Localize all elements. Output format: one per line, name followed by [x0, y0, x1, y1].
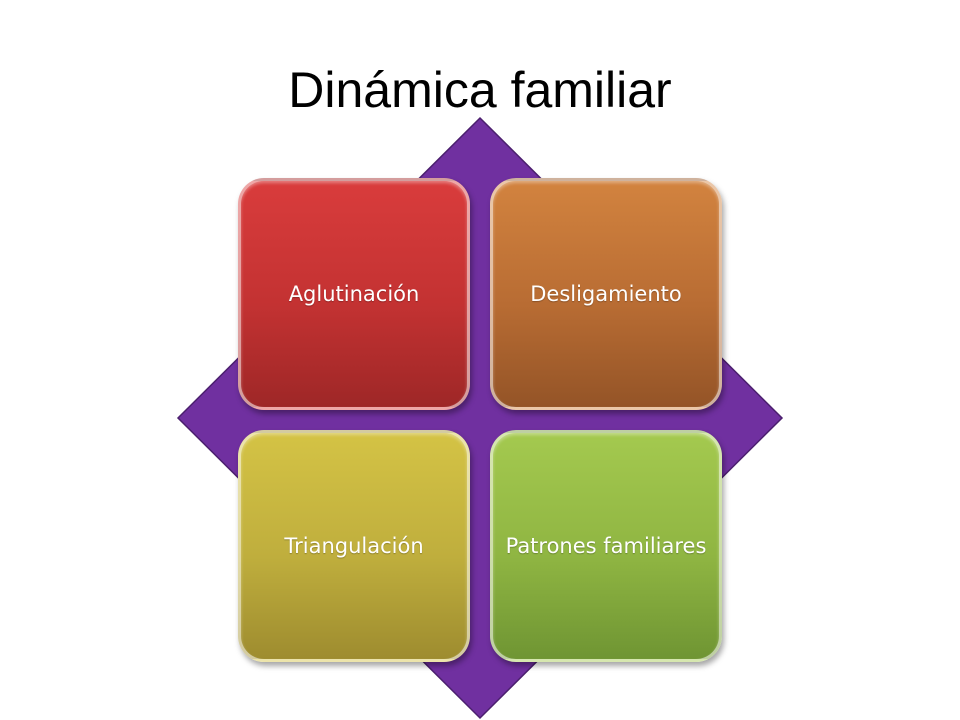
tile-label: Aglutinación: [288, 281, 420, 306]
tile-label: Desligamiento: [530, 281, 682, 306]
tile-desligamiento: Desligamiento: [490, 178, 722, 410]
slide-title: Dinámica familiar: [288, 62, 672, 118]
tile-label: Triangulación: [284, 533, 424, 558]
tile-label: Patrones familiares: [505, 533, 707, 558]
tile-triangulacion: Triangulación: [238, 430, 470, 662]
tile-patrones-familiares: Patrones familiares: [490, 430, 722, 662]
tile-aglutinacion: Aglutinación: [238, 178, 470, 410]
